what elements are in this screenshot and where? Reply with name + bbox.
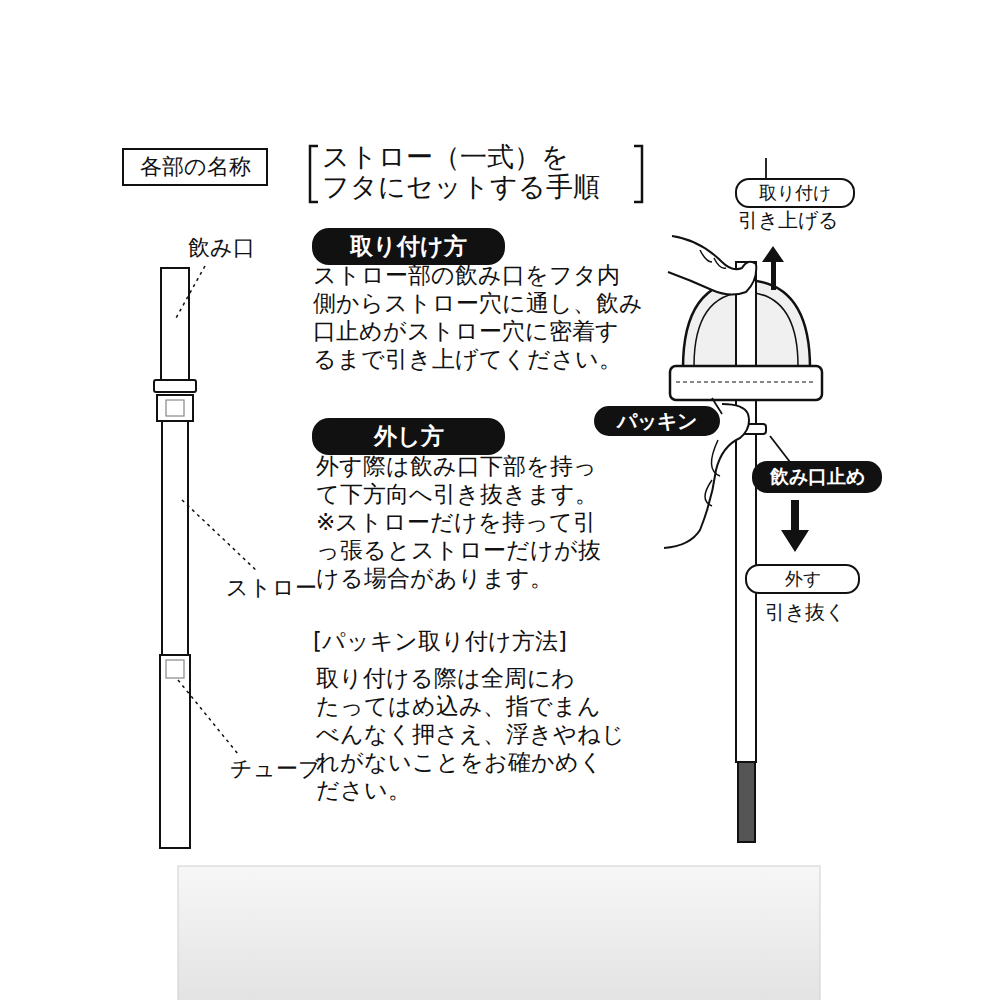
callout-pill: パッキン: [592, 404, 722, 438]
step-pill: 外し方: [312, 418, 505, 455]
node-text: 取り付け: [759, 181, 831, 205]
leader-line: [176, 266, 258, 754]
callout-pill: 外す: [745, 564, 860, 594]
part-name: 飲み口: [188, 234, 255, 262]
node-text: 各部の名称: [140, 152, 251, 182]
node-text: 取り付け方: [350, 231, 467, 262]
section-box: 各部の名称: [122, 148, 268, 186]
action-label: 引き抜く: [765, 598, 845, 626]
grey-panel: [178, 866, 820, 1000]
instruction-text: 外す際は飲み口下部を持っ て下方向へ引き抜きます。 ※ストローだけを持って引 っ…: [316, 452, 621, 592]
part-name: ストロー: [226, 574, 317, 602]
instruction-text: 取り付ける際は全周にわ たってはめ込み、指でまん べんなく押さえ、浮きやねじ れ…: [316, 664, 628, 804]
section-heading: [パッキン取り付け方法]: [313, 627, 567, 655]
title: ストロー（一式）を フタにセットする手順: [322, 142, 622, 202]
step-pill: 取り付け方: [312, 228, 505, 265]
node-text: 飲み口止め: [770, 464, 865, 490]
lid-straw-illustration: [664, 158, 822, 842]
node-text: パッキン: [617, 408, 697, 435]
node-text: 外し方: [374, 421, 444, 452]
callout-pill: 取り付け: [735, 178, 855, 208]
node-text: 外す: [785, 567, 821, 591]
straw-parts-figure: [154, 268, 196, 848]
action-label: 引き上げる: [738, 206, 838, 234]
instruction-text: ストロー部の飲み口をフタ内 側からストロー穴に通し、飲み 口止めがストロー穴に密…: [313, 261, 649, 373]
callout-pill: 飲み口止め: [752, 461, 882, 493]
part-name: チューブ: [230, 755, 321, 783]
